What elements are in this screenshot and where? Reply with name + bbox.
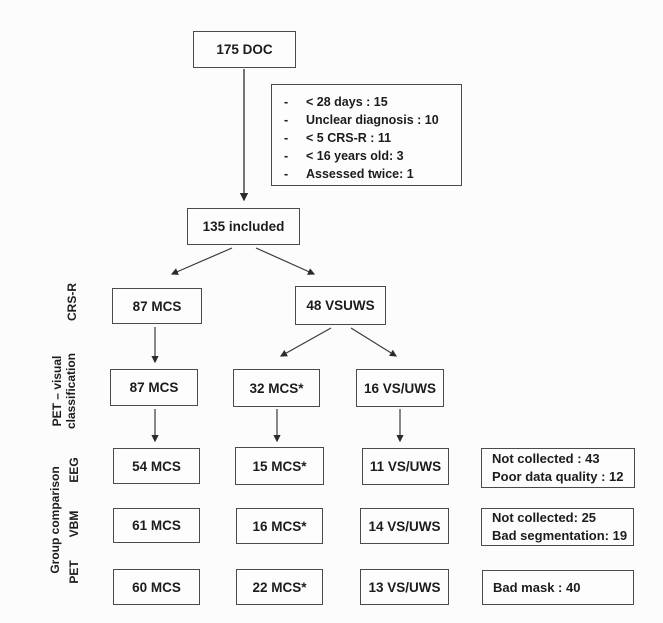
exclusion-text: < 16 years old: 3 [306,149,404,163]
arrow-48vsuws-to-32mcs [279,327,332,357]
box-eeg-15-mcs: 15 MCS* [235,447,324,485]
exclusion-item: - Unclear diagnosis : 10 [284,111,455,129]
exclusion-text: < 5 CRS-R : 11 [306,131,392,145]
box-vbm-note: Not collected: 25 Bad segmentation: 19 [481,508,634,546]
eeg-note-line2: Poor data quality : 12 [492,469,624,484]
box-petvisual-87-mcs: 87 MCS [110,369,198,406]
exclusion-bullet: - [284,167,289,181]
label-crsr: CRS-R [65,283,79,321]
label-pet-visual-line1: PET – visual [50,355,64,427]
exclusion-item: - < 16 years old: 3 [284,147,455,165]
box-vbm-16-mcs: 16 MCS* [236,508,323,544]
label-vbm: VBM [67,510,81,538]
box-vbm-14-vsuws: 14 VS/UWS [360,508,449,544]
box-eeg-note: Not collected : 43 Poor data quality : 1… [481,448,635,488]
exclusion-text: Unclear diagnosis : 10 [306,113,439,127]
box-175-doc: 175 DOC [193,31,296,68]
box-crsr-87-mcs: 87 MCS [112,288,202,324]
box-eeg-54-mcs: 54 MCS [113,448,200,484]
exclusion-bullet: - [284,131,289,145]
arrow-135-to-87mcs [170,247,233,275]
exclusion-text: < 28 days : 15 [306,95,388,109]
arrow-135-to-48vsuws [255,247,316,275]
box-petvisual-16-vsuws: 16 VS/UWS [356,369,444,407]
box-pet-60-mcs: 60 MCS [113,569,200,605]
label-pet-visual-classification: PET – visual classification [48,347,80,435]
box-petvisual-32-mcs: 32 MCS* [233,369,320,407]
box-eeg-11-vsuws: 11 VS/UWS [362,448,449,485]
exclusion-bullet: - [284,113,289,127]
box-exclusions: - < 28 days : 15 - Unclear diagnosis : 1… [271,84,462,186]
box-vbm-61-mcs: 61 MCS [113,508,200,543]
exclusion-bullet: - [284,149,289,163]
box-pet-note: Bad mask : 40 [482,570,634,605]
box-crsr-48-vsuws: 48 VSUWS [295,286,386,325]
label-pet-visual-line2: classification [64,352,78,430]
eeg-note-line1: Not collected : 43 [492,451,600,466]
exclusion-item: - < 28 days : 15 [284,93,455,111]
vbm-note-line1: Not collected: 25 [492,510,597,525]
arrow-48vsuws-to-16vsuws [350,327,398,357]
vbm-note-line2: Bad segmentation: 19 [492,528,628,543]
exclusion-item: - Assessed twice: 1 [284,165,455,183]
label-pet: PET [67,560,81,584]
label-eeg: EEG [67,457,81,483]
exclusion-item: - < 5 CRS-R : 11 [284,129,455,147]
label-group-comparison: Group comparison [48,466,62,574]
exclusion-bullet: - [284,95,289,109]
box-135-included: 135 included [187,208,300,245]
box-pet-13-vsuws: 13 VS/UWS [360,569,449,605]
pet-note-line1: Bad mask : 40 [493,579,581,595]
box-pet-22-mcs: 22 MCS* [236,569,323,605]
exclusion-text: Assessed twice: 1 [306,167,414,181]
